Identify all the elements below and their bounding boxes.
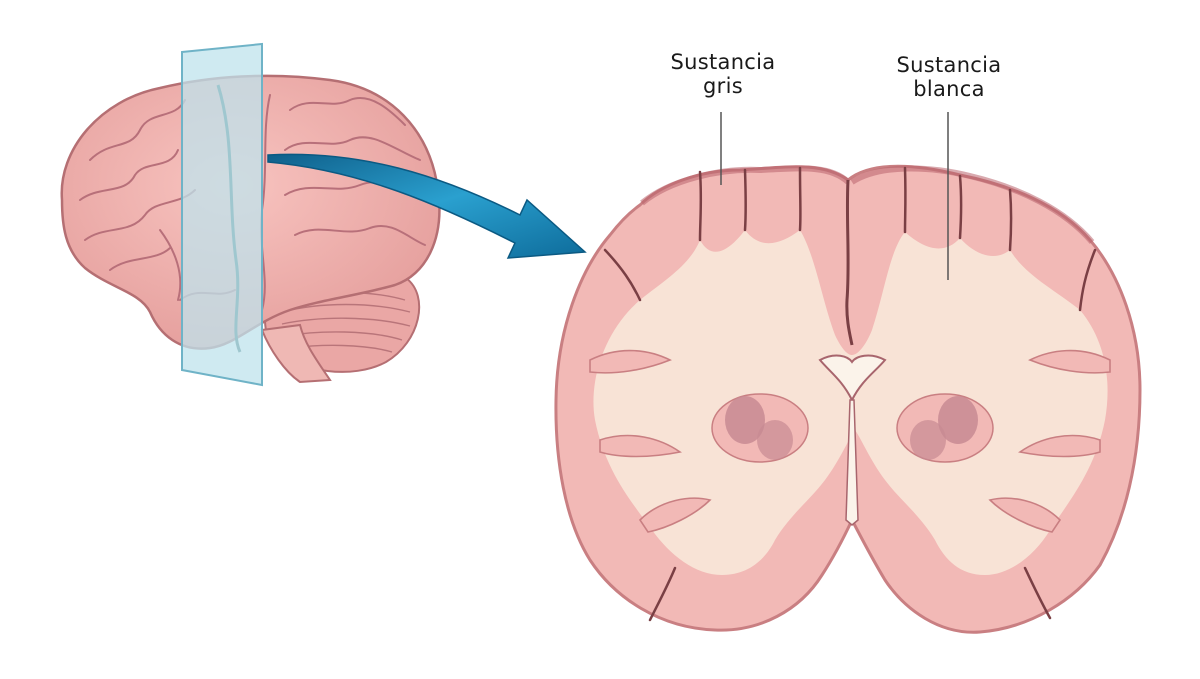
curved-arrow-icon <box>267 153 587 259</box>
gray-matter-label: Sustancia gris <box>652 50 794 98</box>
gray-matter-label-line2: gris <box>703 74 743 98</box>
whole-brain-illustration <box>60 42 441 387</box>
cut-plane-icon <box>181 42 263 387</box>
sulci <box>603 166 1097 622</box>
gray-matter-label-line1: Sustancia <box>670 50 776 74</box>
lateral-ventricles <box>818 354 887 403</box>
third-ventricle <box>845 399 859 526</box>
brainstem <box>260 323 332 384</box>
basal-ganglia <box>711 393 994 463</box>
white-matter-label-line2: blanca <box>913 77 985 101</box>
coronal-brain-section <box>554 164 1142 634</box>
longitudinal-fissure <box>845 179 854 346</box>
white-matter-label-line1: Sustancia <box>896 53 1002 77</box>
gyri-folds <box>589 349 1111 533</box>
white-matter-label: Sustancia blanca <box>878 53 1020 101</box>
cut-surface <box>216 84 242 353</box>
